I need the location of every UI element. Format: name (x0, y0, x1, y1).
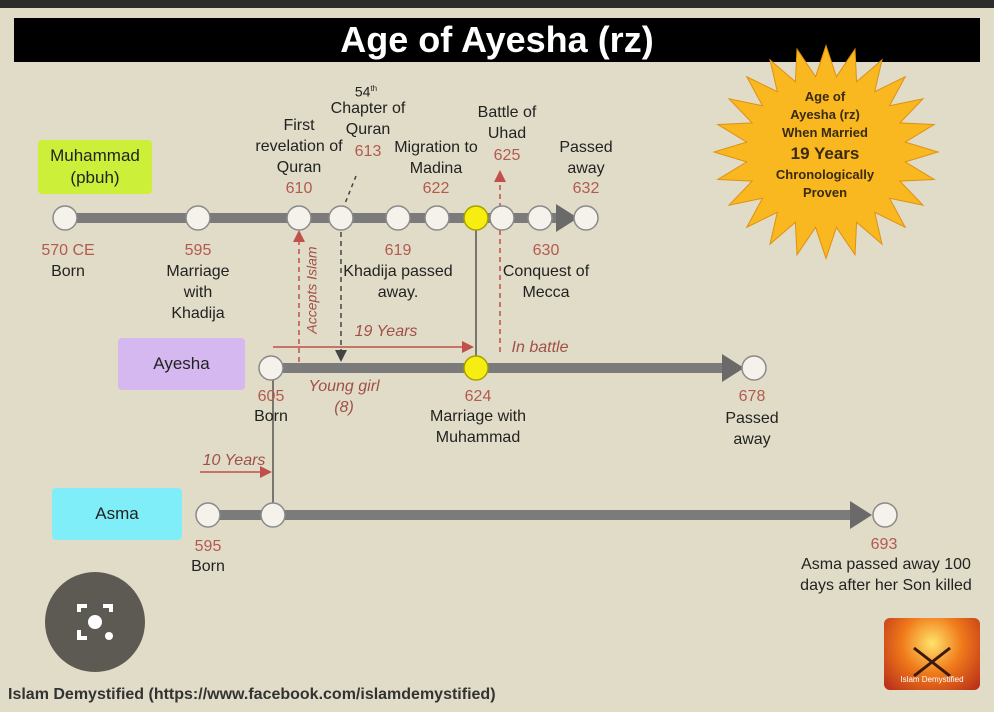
timeline-node-marriage-624 (463, 205, 489, 231)
timeline-node-chapter-613 (328, 205, 354, 231)
young-girl-label: Young girl (8) (308, 378, 380, 416)
year-693: 693 (870, 536, 898, 553)
timeline-node-asma-born-595 (195, 502, 221, 528)
year-610: 610 (285, 180, 313, 197)
label-asma-born: Born (191, 558, 225, 575)
timeline-node-marriage-595 (185, 205, 211, 231)
timeline-node-conquest-630 (527, 205, 553, 231)
timeline-node-born-570 (52, 205, 78, 231)
asma-label: Asma (52, 488, 182, 540)
label-ayesha-born: Born (254, 408, 288, 425)
timeline-node-asma-605 (260, 502, 286, 528)
label-54th: 54th (354, 83, 378, 100)
year-619: 619 (384, 242, 412, 259)
in-battle-label: In battle (511, 339, 569, 356)
label-revelation: First revelation of Quran (255, 117, 343, 176)
label-uhad: Battle of Uhad (477, 104, 537, 142)
timeline-node-uhad-625 (489, 205, 515, 231)
label-passed-away: Passed away (559, 139, 613, 177)
label-marriage-muhammad: Marriage with Muhammad (429, 408, 527, 446)
footer-credit: Islam Demystified (https://www.facebook.… (8, 686, 496, 703)
ayesha-timeline (271, 354, 744, 382)
label-asma-passed: Asma passed away 100 days after her Son … (800, 556, 972, 594)
top-strip (0, 0, 994, 8)
nineteen-years-label: 19 Years (354, 323, 418, 340)
label-khadija-death: Khadija passed away. (343, 263, 453, 301)
timeline-node-revelation-610 (286, 205, 312, 231)
year-asma-595: 595 (194, 538, 222, 555)
timeline-node-ayesha-passed-678 (741, 355, 767, 381)
ten-years-label: 10 Years (202, 452, 266, 469)
ayesha-label: Ayesha (118, 338, 245, 390)
camera-lens-icon (77, 604, 113, 640)
year-622: 622 (422, 180, 450, 197)
year-595: 595 (184, 242, 212, 259)
accepts-islam-label: Accepts Islam (303, 246, 320, 334)
label-conquest: Conquest of Mecca (502, 263, 590, 301)
label-ayesha-passed: Passed away (725, 410, 779, 448)
year-678: 678 (738, 388, 766, 405)
muhammad-timeline (65, 204, 578, 232)
timeline-node-ayesha-marriage-624 (463, 355, 489, 381)
chapter-pointer (343, 175, 357, 207)
muhammad-label: Muhammad (pbuh) (38, 140, 152, 194)
label-born: Born (51, 263, 85, 280)
timeline-node-khadija-619 (385, 205, 411, 231)
year-605: 605 (257, 388, 285, 405)
year-624: 624 (464, 388, 492, 405)
starburst (712, 44, 940, 260)
asma-timeline (208, 501, 872, 529)
islam-demystified-logo: Islam Demystified (884, 618, 980, 690)
label-migration: Migration to Madina (394, 139, 478, 177)
timeline-node-ayesha-born-605 (258, 355, 284, 381)
title: Age of Ayesha (rz) (14, 18, 980, 62)
timeline-node-asma-passed-693 (872, 502, 898, 528)
timeline-node-passed-632 (573, 205, 599, 231)
timeline-node-migration-622 (424, 205, 450, 231)
year-632: 632 (572, 180, 600, 197)
label-marriage-khadija: Marriage with Khadija (166, 263, 230, 322)
year-613: 613 (354, 143, 382, 160)
year-570: 570 CE (41, 242, 95, 259)
label-chapter: Chapter of Quran (330, 100, 406, 138)
year-630: 630 (532, 242, 560, 259)
lens-search-button[interactable] (45, 572, 145, 672)
year-625: 625 (493, 147, 521, 164)
